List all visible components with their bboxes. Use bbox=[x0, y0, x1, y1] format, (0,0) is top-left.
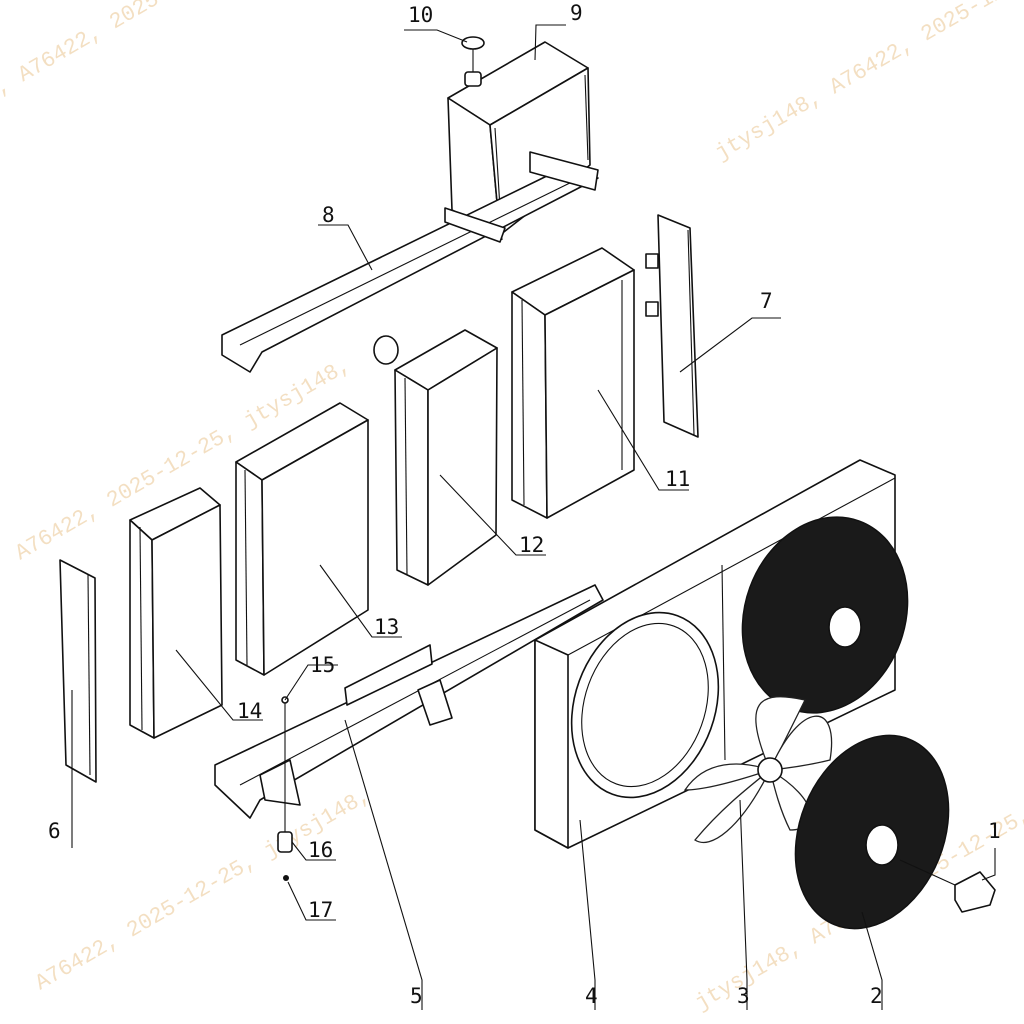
filler-cap bbox=[461, 36, 485, 72]
watermark-line-1: , A76422, 2025-12-25, jtysj148, A76422, bbox=[0, 0, 449, 101]
callout-labels: 1 2 3 4 5 6 7 8 9 10 11 12 13 14 15 16 1… bbox=[48, 1, 1001, 1008]
callout-4: 4 bbox=[585, 984, 598, 1008]
callout-14: 14 bbox=[237, 699, 262, 723]
callout-12: 12 bbox=[519, 533, 544, 557]
fan-blades bbox=[683, 696, 833, 844]
watermark-line-2: jtysj148, A76422, 2025-12-25, bbox=[711, 0, 1024, 166]
callout-8: 8 bbox=[322, 203, 335, 227]
callout-11: 11 bbox=[665, 467, 690, 491]
callout-16: 16 bbox=[308, 838, 333, 862]
cooler-core-12 bbox=[373, 329, 498, 586]
callout-2: 2 bbox=[870, 984, 883, 1008]
lower-frame bbox=[214, 584, 604, 819]
callout-13: 13 bbox=[374, 615, 399, 639]
upper-frame bbox=[221, 151, 599, 373]
callout-10: 10 bbox=[408, 3, 433, 27]
callout-17: 17 bbox=[308, 898, 333, 922]
leader-lines bbox=[71, 24, 996, 1010]
side-plate-right bbox=[645, 214, 699, 438]
watermark-line-4: A76422, 2025-12-25, jtysj148, bbox=[31, 783, 375, 996]
fan-motor bbox=[899, 859, 996, 913]
cooler-core-11 bbox=[511, 247, 635, 519]
callout-6: 6 bbox=[48, 819, 61, 843]
callout-5: 5 bbox=[410, 984, 423, 1008]
cooler-core-14 bbox=[129, 487, 223, 739]
callout-7: 7 bbox=[760, 289, 773, 313]
callout-1: 1 bbox=[988, 819, 1001, 843]
callout-3: 3 bbox=[737, 984, 750, 1008]
side-plate-left bbox=[59, 559, 97, 783]
fan-guard bbox=[794, 734, 950, 930]
callout-15: 15 bbox=[310, 653, 335, 677]
cooler-core-13 bbox=[235, 402, 369, 676]
callout-9: 9 bbox=[570, 1, 583, 25]
mount-hardware bbox=[277, 696, 293, 881]
